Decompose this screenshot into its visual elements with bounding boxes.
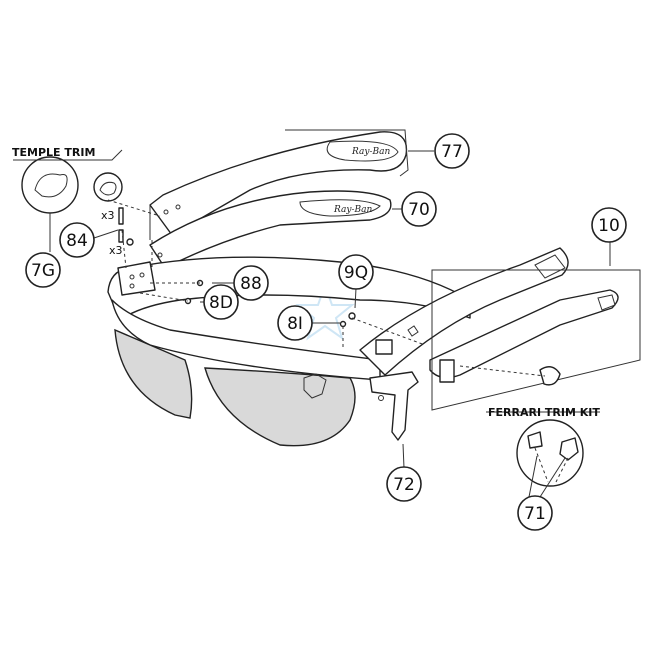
callout-71: 71: [517, 495, 553, 531]
ferrari-trim-kit-circle: [516, 366, 584, 487]
quantity-upper: x3: [101, 209, 115, 222]
callout-72: 72: [386, 466, 422, 502]
callout-8I-label: 8I: [287, 314, 303, 334]
callout-8I: 8I: [277, 305, 313, 341]
brand-logo-upper: Ray-Ban: [351, 147, 390, 157]
small-parts: [184, 279, 356, 328]
callout-9Q: 9Q: [338, 254, 374, 290]
callout-70-label: 70: [408, 200, 430, 220]
callout-10-label: 10: [598, 216, 620, 236]
callout-70: 70: [401, 191, 437, 227]
label-temple-trim: TEMPLE TRIM: [12, 146, 95, 159]
temple-trim-circle: [21, 156, 123, 214]
callout-71-label: 71: [524, 504, 546, 524]
callout-7G-label: 7G: [31, 261, 55, 281]
callout-10: 10: [591, 207, 627, 243]
temple-middle-70: Ray-Ban: [149, 190, 392, 269]
front-frame: [107, 256, 471, 447]
callout-8D: 8D: [203, 284, 239, 320]
callout-77-label: 77: [441, 142, 463, 162]
callout-88-label: 88: [240, 274, 262, 294]
callout-84-label: 84: [66, 231, 88, 251]
callout-88: 88: [233, 265, 269, 301]
assembly-lines: [107, 199, 569, 483]
quantity-lower: x3: [109, 244, 123, 257]
screws-84: [118, 207, 134, 246]
watermark-star-icon: [295, 281, 355, 341]
temple-upper-77: Ray-Ban: [149, 129, 409, 240]
callout-8D-label: 8D: [209, 293, 233, 313]
callout-77: 77: [434, 133, 470, 169]
callout-7G: 7G: [25, 252, 61, 288]
callout-9Q-label: 9Q: [344, 263, 368, 283]
callout-72-label: 72: [393, 475, 415, 495]
label-ferrari-trim-kit: FERRARI TRIM KIT: [488, 406, 600, 419]
brand-logo-lower: Ray-Ban: [333, 205, 372, 215]
callout-84: 84: [59, 222, 95, 258]
temple-assembly-10: [359, 247, 641, 411]
hinge-part-72: [369, 371, 419, 441]
leader-lines: [13, 149, 611, 498]
